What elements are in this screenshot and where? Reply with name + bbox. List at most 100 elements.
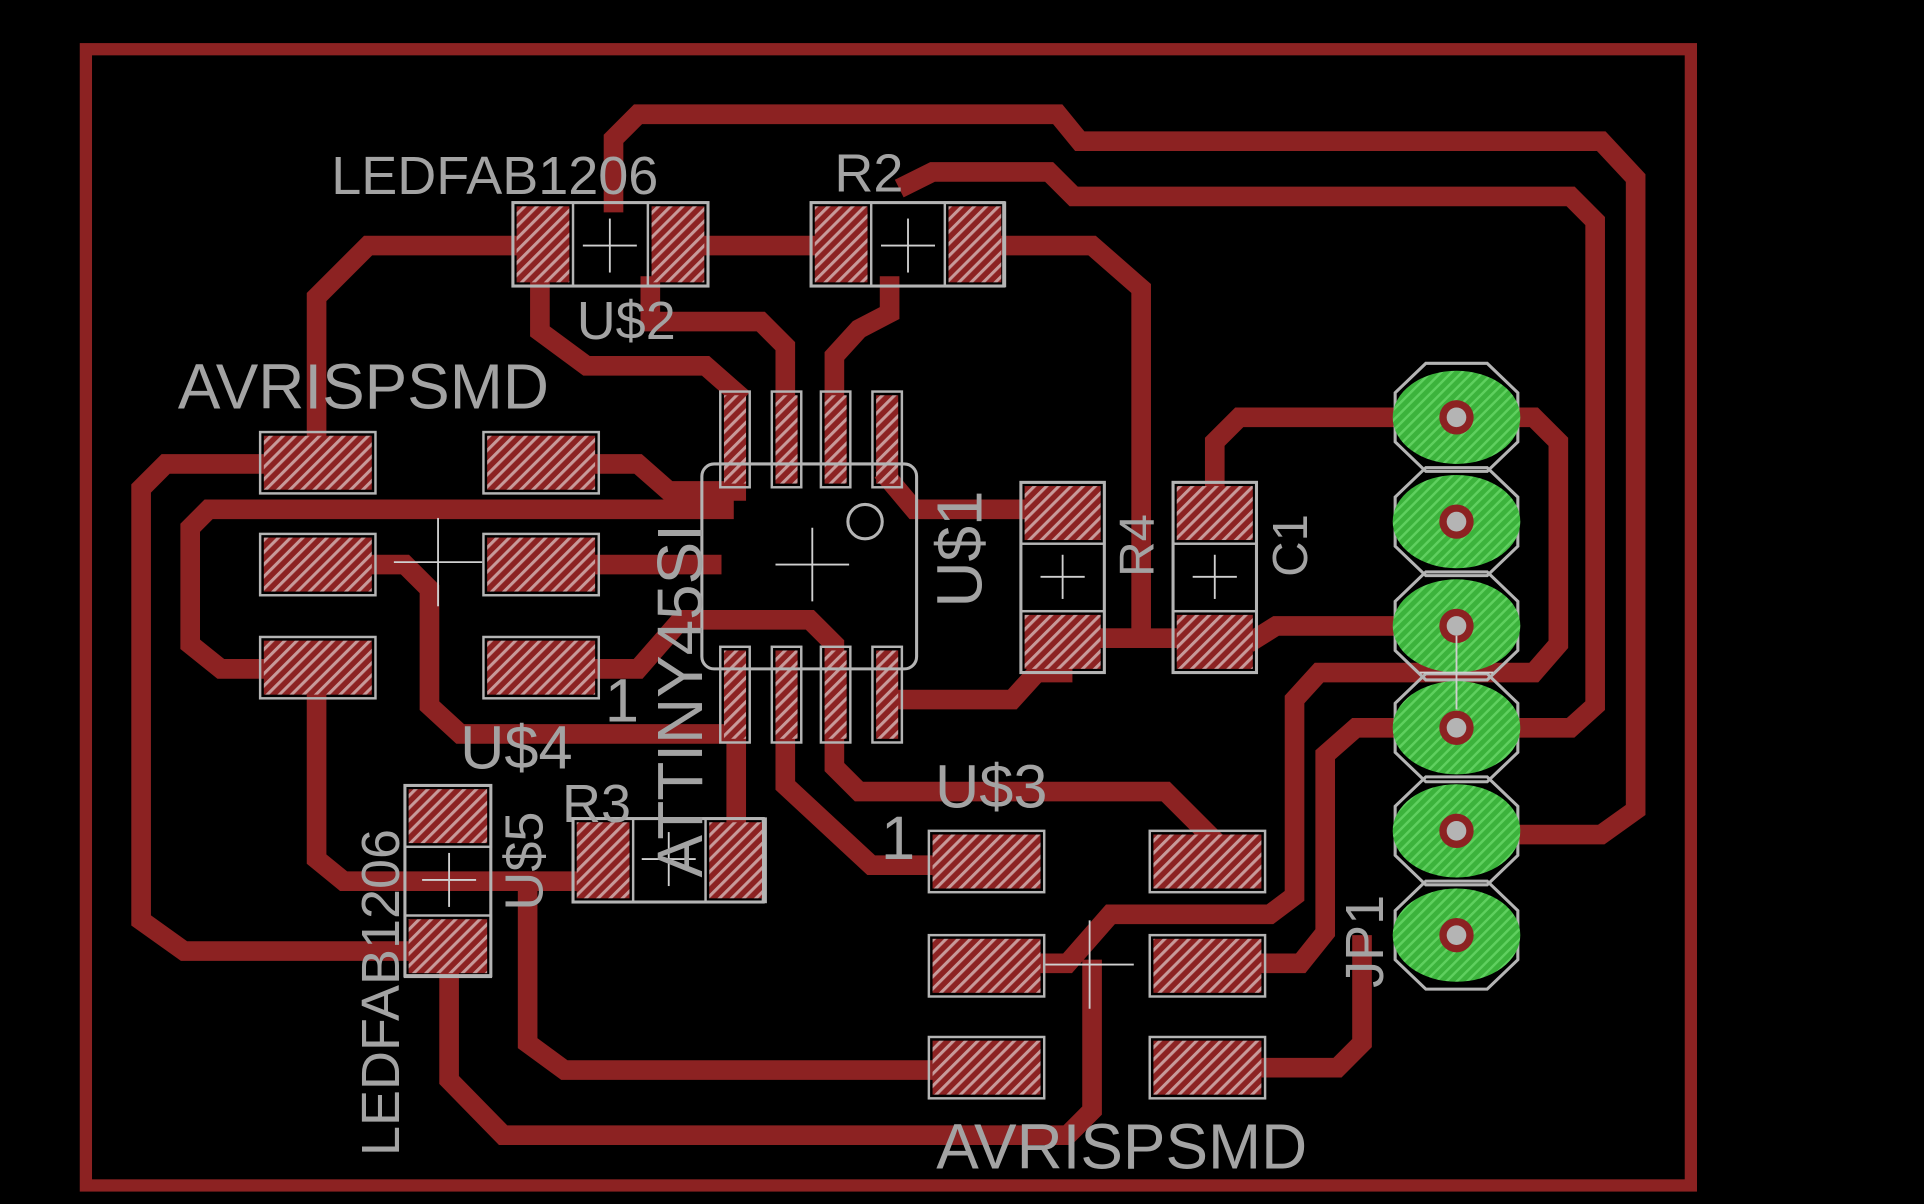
- smd-pad[interactable]: [824, 395, 847, 484]
- led-left-label: LEDFAB1206: [351, 829, 411, 1156]
- pad-outline: [927, 829, 1046, 894]
- smd-pad[interactable]: [709, 822, 762, 899]
- pad-outline: [403, 784, 493, 849]
- smd-pad[interactable]: [723, 395, 747, 484]
- pad-outline: [1148, 933, 1267, 998]
- smd-pad[interactable]: [263, 640, 372, 695]
- avrisp-top-label: AVRISPSMD: [178, 351, 549, 423]
- c1-label: C1: [1264, 514, 1318, 577]
- smd-pad[interactable]: [487, 537, 596, 592]
- pad-outline: [927, 1035, 1046, 1100]
- smd-pad[interactable]: [932, 938, 1041, 993]
- ic-value-label: ATTINY45SI: [644, 524, 716, 877]
- trace: [1251, 717, 1467, 974]
- smd-pad[interactable]: [723, 650, 747, 739]
- smd-pad[interactable]: [408, 789, 488, 844]
- u3-label: U$3: [935, 753, 1048, 822]
- pad-outline: [1171, 481, 1258, 545]
- smd-pad[interactable]: [775, 650, 798, 739]
- smd-pad[interactable]: [876, 650, 899, 739]
- smd-pad[interactable]: [876, 395, 899, 484]
- trace: [180, 499, 734, 679]
- ic-body-outline: [700, 462, 919, 671]
- avrisp-bottom-label: AVRISPSMD: [936, 1110, 1307, 1182]
- smd-pad[interactable]: [1176, 614, 1253, 669]
- r4-label: R4: [1110, 514, 1164, 577]
- pad-outline: [704, 817, 767, 904]
- smd-pads: [258, 201, 1267, 1100]
- pad-outline: [646, 201, 710, 288]
- trace: [530, 272, 751, 407]
- ic-pin1-label: 1: [605, 667, 639, 736]
- drill-center: [1446, 925, 1467, 945]
- ic-u1[interactable]: [700, 462, 919, 671]
- pad-outline: [770, 645, 803, 744]
- smd-pad[interactable]: [1176, 486, 1253, 541]
- pad-outline: [927, 933, 1046, 998]
- drill-center: [1446, 717, 1467, 738]
- pad-outline: [258, 532, 377, 597]
- trace: [824, 726, 1223, 849]
- smd-pad[interactable]: [487, 435, 596, 490]
- drill-center: [1446, 616, 1467, 636]
- u5-label: U$5: [494, 812, 554, 911]
- pad-outline: [1171, 609, 1258, 674]
- smd-pad[interactable]: [775, 395, 798, 484]
- pad-outline: [809, 201, 873, 288]
- smd-pad[interactable]: [263, 435, 372, 490]
- pad-outline: [819, 645, 852, 744]
- trace: [306, 659, 586, 891]
- u4-label: U$4: [460, 713, 573, 782]
- trace: [878, 662, 1073, 710]
- smd-pad[interactable]: [948, 206, 1002, 283]
- jp1-header: [1392, 361, 1521, 991]
- pad-outline: [482, 532, 601, 597]
- trace: [775, 726, 943, 876]
- pad-outline: [511, 201, 575, 288]
- smd-pad[interactable]: [1153, 1040, 1262, 1095]
- pad-outline: [1148, 829, 1267, 894]
- drill-center: [1446, 821, 1467, 841]
- smd-pad[interactable]: [932, 1040, 1041, 1095]
- smd-pad[interactable]: [487, 640, 596, 695]
- smd-pad[interactable]: [651, 206, 705, 283]
- smd-pad[interactable]: [824, 650, 847, 739]
- origin-crosshairs: [393, 218, 1494, 1009]
- u1-label: U$1: [924, 490, 996, 607]
- smd-pad[interactable]: [1024, 614, 1101, 669]
- pad-outline: [571, 817, 635, 904]
- trace: [1251, 935, 1372, 1078]
- trace: [992, 235, 1151, 649]
- smd-pad[interactable]: [408, 919, 488, 974]
- smd-pad[interactable]: [1153, 834, 1262, 889]
- pad-outline: [770, 390, 803, 489]
- trace: [439, 959, 1102, 1145]
- pad-outline: [258, 430, 377, 495]
- pad-outline: [482, 635, 601, 700]
- pad-outline: [1019, 609, 1106, 674]
- trace: [585, 454, 747, 501]
- pad-outline: [943, 201, 1007, 288]
- smd-pad[interactable]: [1024, 486, 1101, 541]
- smd-pad[interactable]: [932, 834, 1041, 889]
- traces: [131, 104, 1646, 1145]
- smd-pad[interactable]: [576, 822, 630, 899]
- drill-center: [1446, 511, 1467, 532]
- pad-outline: [403, 914, 493, 979]
- isp-pin1-label: 1: [881, 804, 915, 873]
- led-top-label: LEDFAB1206: [331, 146, 658, 206]
- pad-outline: [719, 645, 751, 744]
- pad-outline: [1148, 1035, 1267, 1100]
- pad-outline: [871, 390, 904, 489]
- trace: [1204, 407, 1467, 495]
- smd-pad[interactable]: [814, 206, 868, 283]
- smd-pad[interactable]: [1153, 938, 1262, 993]
- pad-outline: [482, 430, 601, 495]
- smd-pad[interactable]: [516, 206, 570, 283]
- smd-pad[interactable]: [263, 537, 372, 592]
- r3-label: R3: [562, 774, 631, 834]
- drill-center: [1446, 407, 1467, 428]
- silkscreen-labels: LEDFAB1206 R2 U$2 AVRISPSMD ATTINY45SI U…: [178, 144, 1395, 1183]
- trace: [874, 464, 1034, 520]
